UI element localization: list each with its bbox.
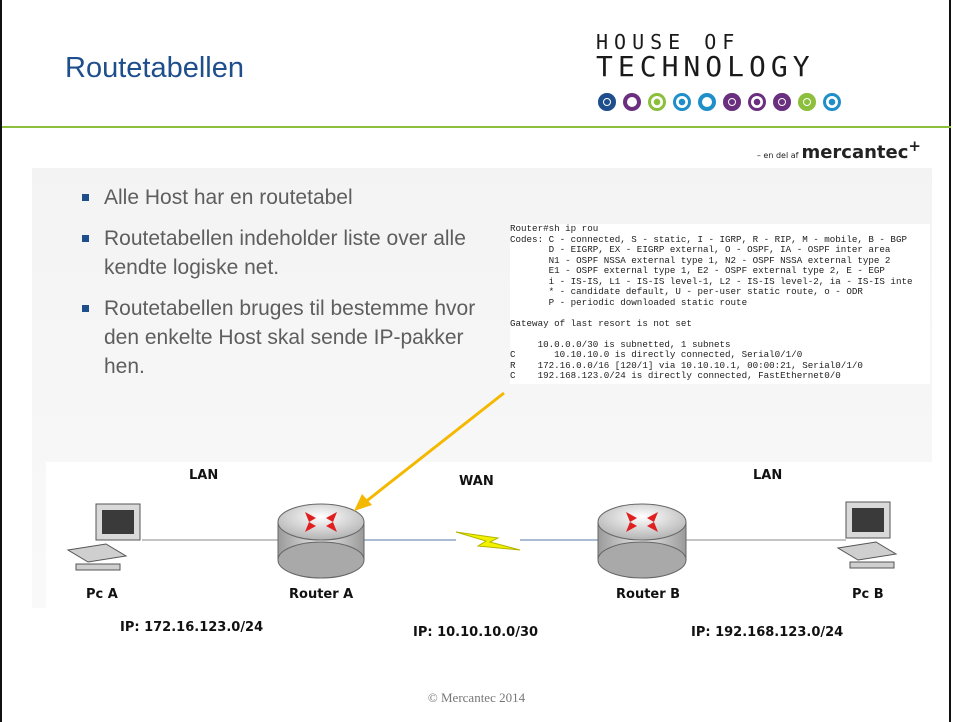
router-a-label: Router A [289, 587, 354, 602]
logo-line1: HOUSE OF [596, 30, 741, 54]
logo-dot-icon [673, 93, 691, 111]
router-a-icon [277, 503, 365, 579]
ip-left-label: IP: 172.16.123.0/24 [120, 620, 264, 635]
pointer-arrowhead [354, 494, 372, 511]
logo-dots [598, 93, 916, 111]
logo-dot-icon [698, 93, 716, 111]
terminal-line: D - EIGRP, EX - EIGRP external, O - OSPF… [510, 244, 891, 255]
wan-lightning-icon [455, 531, 521, 551]
ip-wan-label: IP: 10.10.10.0/30 [413, 625, 539, 640]
logo-line2: TECHNOLOGY [596, 50, 815, 83]
bullet-list: Alle Host har en routetabel Routetabelle… [82, 183, 502, 393]
logo-dot-icon [723, 93, 741, 111]
lan-right-label: LAN [753, 468, 783, 483]
slide-title: Routetabellen [65, 52, 244, 84]
logo-dot-icon [798, 93, 816, 111]
terminal-line: Router#sh ip rou [510, 224, 599, 234]
terminal-line: Gateway of last resort is not set [510, 317, 692, 329]
router-b-label: Router B [616, 587, 681, 602]
logo-dot-icon [748, 93, 766, 111]
terminal-line: P - periodic downloaded static route [510, 296, 748, 308]
logo-dot-icon [648, 93, 666, 111]
header-divider [2, 126, 951, 128]
terminal-line: C 10.10.10.0 is directly connected, Seri… [510, 349, 803, 360]
brand-plus: + [908, 137, 921, 155]
terminal-line: i - IS-IS, L1 - IS-IS level-1, L2 - IS-I… [510, 275, 913, 287]
terminal-line: Codes: C - connected, S - static, I - IG… [510, 233, 907, 245]
house-of-technology-logo: HOUSE OF TECHNOLOGY [596, 30, 916, 111]
bullet-item: Routetabellen bruges til bestemme hvor d… [82, 294, 502, 381]
lan-left-label: LAN [189, 468, 219, 483]
brand-prefix: – en del af [756, 151, 799, 160]
terminal-line: N1 - OSPF NSSA external type 1, N2 - OSP… [510, 254, 891, 266]
logo-dot-icon [823, 93, 841, 111]
router-b-icon [597, 503, 687, 579]
terminal-line: * - candidate default, U - per-user stat… [510, 286, 863, 297]
pc-b-icon [836, 501, 898, 569]
pc-b-label: Pc B [852, 587, 884, 602]
network-diagram-svg [66, 501, 898, 579]
logo-dot-icon [623, 93, 641, 111]
pc-a-label: Pc A [86, 587, 118, 602]
pointer-arrow [363, 391, 505, 505]
terminal-line: C 192.168.123.0/24 is directly connected… [510, 370, 841, 381]
network-diagram: LAN WAN LAN Pc A Router A Router B Pc B … [46, 462, 934, 650]
wan-label: WAN [459, 474, 494, 489]
brand-name: mercantec [801, 142, 909, 163]
logo-dot-icon [598, 93, 616, 111]
pc-a-icon [66, 503, 141, 571]
ip-right-label: IP: 192.168.123.0/24 [691, 625, 844, 640]
logo-dot-icon [773, 93, 791, 111]
bullet-item: Routetabellen indeholder liste over alle… [82, 224, 502, 282]
terminal-line: E1 - OSPF external type 1, E2 - OSPF ext… [510, 265, 885, 276]
terminal-line: 10.0.0.0/30 is subnetted, 1 subnets [510, 338, 731, 350]
terminal-line: R 172.16.0.0/16 [120/1] via 10.10.10.1, … [510, 359, 863, 371]
bullet-item: Alle Host har en routetabel [82, 183, 502, 212]
footer-copyright: © Mercantec 2014 [427, 690, 526, 705]
